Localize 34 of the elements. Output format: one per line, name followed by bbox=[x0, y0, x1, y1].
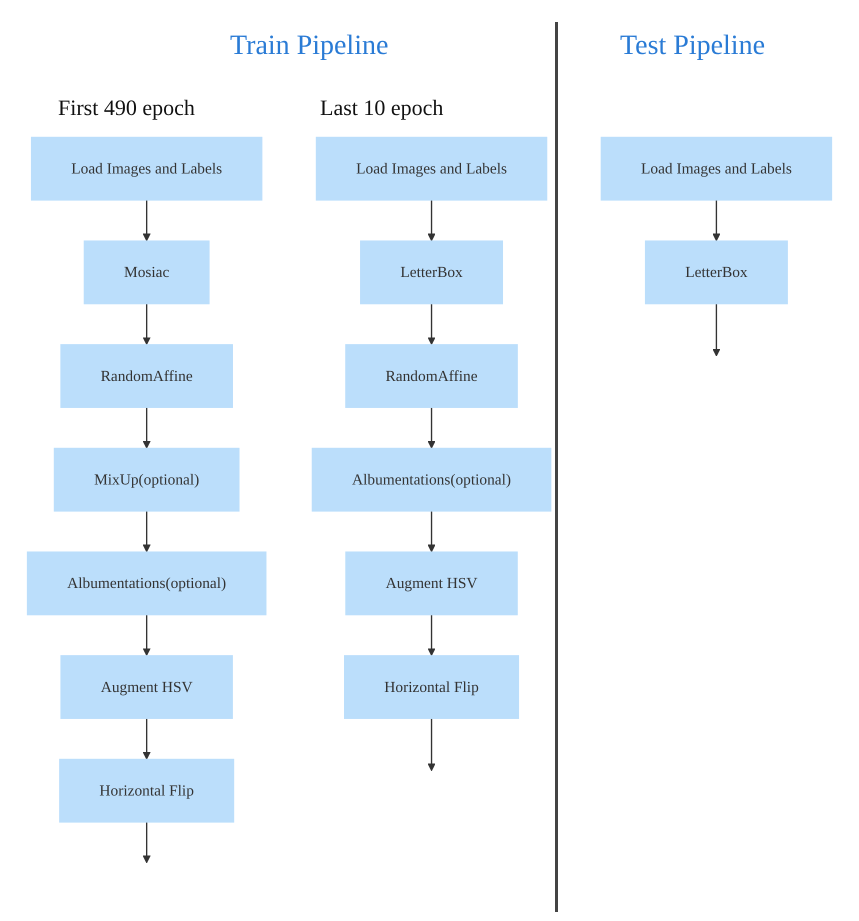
arrow bbox=[142, 822, 151, 864]
process-box: Augment HSV bbox=[345, 551, 518, 616]
process-box: MixUp(optional) bbox=[54, 448, 240, 512]
arrow bbox=[142, 200, 151, 242]
process-box: Horizontal Flip bbox=[59, 758, 234, 823]
arrow bbox=[428, 304, 436, 345]
process-box: Albumentations(optional) bbox=[312, 448, 552, 512]
arrow bbox=[142, 304, 151, 345]
arrow bbox=[428, 408, 436, 449]
arrow bbox=[428, 511, 436, 552]
arrow bbox=[142, 511, 151, 552]
arrow bbox=[712, 304, 720, 356]
process-box: Load Images and Labels bbox=[30, 136, 262, 201]
arrow bbox=[428, 200, 436, 242]
arrow bbox=[142, 718, 151, 760]
arrow bbox=[142, 614, 151, 656]
process-box: Load Images and Labels bbox=[600, 136, 832, 201]
process-box: LetterBox bbox=[360, 240, 504, 304]
process-box: Albumentations(optional) bbox=[26, 551, 266, 616]
section-heading: Train Pipeline bbox=[230, 30, 388, 62]
process-box: Load Images and Labels bbox=[316, 136, 548, 201]
column-heading: Last 10 epoch bbox=[320, 95, 444, 121]
process-box: Augment HSV bbox=[60, 655, 233, 719]
arrow bbox=[712, 200, 720, 242]
arrow bbox=[428, 718, 436, 772]
arrow bbox=[142, 408, 151, 449]
process-box: RandomAffine bbox=[60, 344, 233, 408]
process-box: Mosiac bbox=[84, 240, 210, 304]
section-heading: Test Pipeline bbox=[620, 30, 766, 62]
process-box: RandomAffine bbox=[345, 344, 518, 408]
process-box: Horizontal Flip bbox=[344, 655, 520, 719]
column-heading: First 490 epoch bbox=[58, 95, 195, 121]
arrow bbox=[428, 614, 436, 656]
process-box: LetterBox bbox=[644, 240, 788, 304]
